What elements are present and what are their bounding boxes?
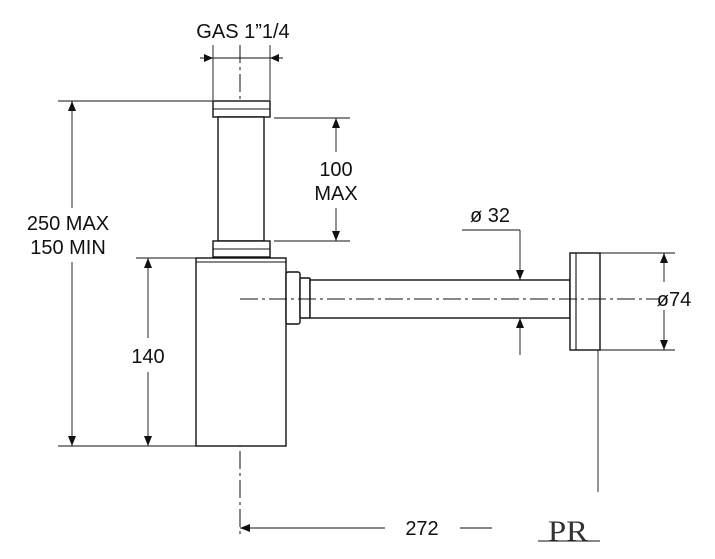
tube-diameter-dimension (462, 229, 524, 355)
total-height-max-label: 250 MAX (27, 213, 109, 235)
tail-length-value: 100 (319, 159, 352, 181)
tube-diameter-label: ø 32 (470, 205, 510, 227)
total-height-dimension (58, 100, 213, 447)
outlet-nut (285, 271, 311, 325)
brand-logo: PR (538, 515, 600, 548)
body-height-label: 140 (131, 346, 164, 368)
svg-text:PR: PR (548, 515, 588, 548)
projection-label: 272 (405, 518, 438, 540)
tail-length-dimension (274, 117, 350, 242)
thread-dimension (200, 45, 283, 100)
tailpiece (212, 100, 271, 258)
flange-diameter-label: ø74 (657, 289, 691, 311)
projection-dimension (240, 350, 599, 532)
thread-label: GAS 1”1/4 (196, 21, 289, 43)
siphon-body (195, 257, 287, 447)
total-height-min-label: 150 MIN (30, 237, 106, 259)
wall-flange (569, 252, 601, 351)
tail-length-limit: MAX (314, 183, 357, 205)
body-height-dimension (136, 257, 196, 446)
flange-diameter-dimension (600, 252, 675, 351)
